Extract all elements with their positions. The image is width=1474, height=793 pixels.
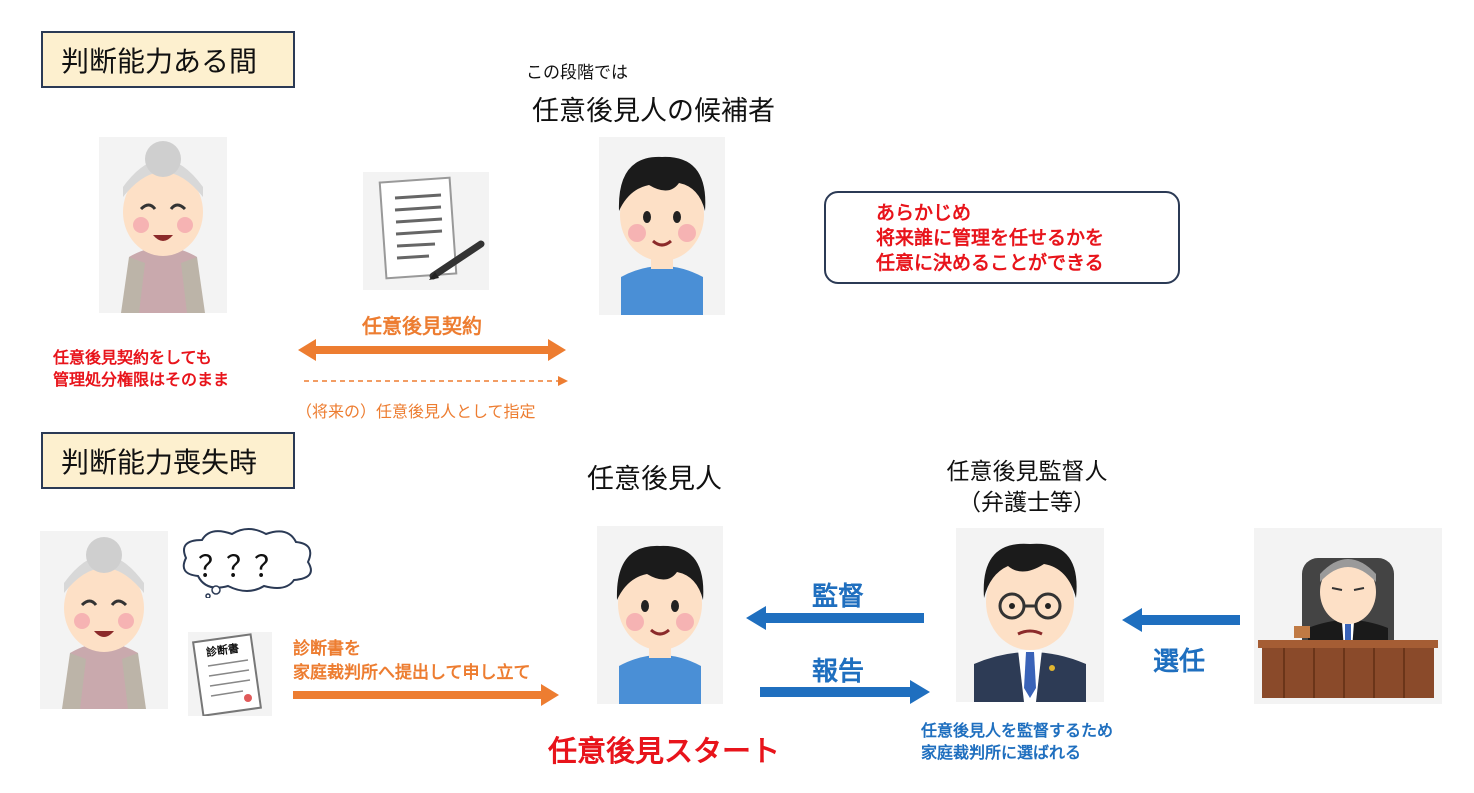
designate-dashed-arrow bbox=[304, 376, 568, 386]
contract-double-arrow bbox=[298, 339, 566, 361]
elderly-woman-illustration bbox=[99, 137, 227, 313]
supervisor-title-line-1: 任意後見監督人 bbox=[946, 459, 1108, 485]
lawyer-illustration bbox=[956, 528, 1104, 702]
report-label: 報告 bbox=[812, 657, 865, 687]
supervisor-note-line-1: 任意後見人を監督するため bbox=[921, 721, 1114, 740]
supervise-arrow bbox=[746, 606, 924, 630]
medical-certificate-illustration: 診断書 bbox=[188, 632, 272, 716]
elder-note-line-2: 管理処分権限はそのまま bbox=[53, 370, 230, 389]
appoint-label: 選任 bbox=[1153, 647, 1206, 677]
supervisor-title-line-2: （弁護士等） bbox=[958, 490, 1096, 516]
guardian-title: 任意後見人 bbox=[587, 464, 722, 495]
judge-illustration bbox=[1254, 528, 1442, 704]
section2-label-text: 判断能力喪失時 bbox=[61, 445, 258, 479]
petition-label-line-2: 家庭裁判所へ提出して申し立て bbox=[293, 663, 531, 683]
candidate-man-illustration bbox=[599, 137, 725, 315]
guardian-man-illustration bbox=[597, 526, 723, 704]
petition-arrow bbox=[293, 684, 559, 706]
section2-label: 判断能力喪失時 bbox=[41, 432, 295, 489]
thought-bubble: ？？？ bbox=[176, 526, 318, 598]
section1-label-text: 判断能力ある間 bbox=[61, 44, 258, 78]
section1-label: 判断能力ある間 bbox=[41, 31, 295, 88]
supervisor-note-line-2: 家庭裁判所に選ばれる bbox=[921, 743, 1082, 762]
designate-label: （将来の）任意後見人として指定 bbox=[296, 402, 536, 421]
candidate-caption-small: この段階では bbox=[526, 63, 628, 83]
info-box-line-2: 将来誰に管理を任せるかを bbox=[876, 227, 1105, 249]
petition-label-line-1: 診断書を bbox=[293, 639, 361, 659]
elder-note-line-1: 任意後見契約をしても bbox=[53, 348, 212, 367]
info-box: あらかじめ 将来誰に管理を任せるかを 任意に決めることができる bbox=[824, 191, 1180, 284]
petition-label: 診断書を 家庭裁判所へ提出して申し立て bbox=[293, 637, 531, 685]
thought-bubble-text: ？？？ bbox=[198, 550, 284, 585]
info-box-line-1: あらかじめ bbox=[876, 202, 972, 224]
candidate-caption-large: 任意後見人の候補者 bbox=[532, 96, 775, 127]
info-box-line-3: 任意に決めることができる bbox=[876, 252, 1104, 274]
supervise-label: 監督 bbox=[812, 582, 865, 612]
contract-document-illustration bbox=[363, 172, 489, 290]
contract-label: 任意後見契約 bbox=[362, 314, 482, 338]
report-arrow bbox=[760, 680, 930, 704]
appoint-arrow bbox=[1122, 608, 1240, 632]
elderly-woman-confused-illustration bbox=[40, 531, 168, 709]
supervisor-note: 任意後見人を監督するため 家庭裁判所に選ばれる bbox=[921, 720, 1113, 764]
supervisor-title: 任意後見監督人 （弁護士等） bbox=[937, 457, 1117, 519]
elder-note: 任意後見契約をしても 管理処分権限はそのまま bbox=[53, 347, 229, 391]
start-label: 任意後見スタート bbox=[548, 734, 781, 768]
